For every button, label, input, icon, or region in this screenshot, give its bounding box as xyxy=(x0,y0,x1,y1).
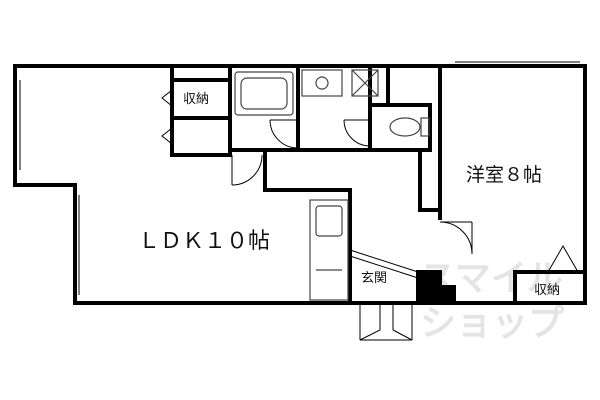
watermark-line2: ショップ xyxy=(420,303,564,344)
outer-walls xyxy=(13,64,587,305)
room-label-western: 洋室８帖 xyxy=(466,164,542,186)
door-toilet xyxy=(343,119,371,147)
interior-walls xyxy=(170,64,587,305)
kitchen-counter xyxy=(309,199,349,301)
door-entrance xyxy=(359,303,413,341)
entrance-step xyxy=(349,249,419,279)
windows xyxy=(19,61,580,295)
room-label-storage-western: 収納 xyxy=(534,283,560,298)
toilet xyxy=(389,117,430,137)
door-bath xyxy=(269,119,299,149)
room-label-entrance: 玄関 xyxy=(361,271,387,286)
door-closet-ldk xyxy=(161,89,173,145)
washbasin xyxy=(301,69,343,97)
room-label-ldk: ＬＤＫ１０帖 xyxy=(138,229,270,254)
room-label-storage-ldk: 収納 xyxy=(183,92,209,107)
fixtures xyxy=(234,69,430,301)
doors xyxy=(161,89,579,341)
door-western xyxy=(439,221,473,255)
door-ldk-hall xyxy=(231,154,263,186)
pillar xyxy=(418,272,440,303)
bathtub xyxy=(234,71,294,116)
door-closet-western xyxy=(547,244,579,273)
washing-machine-space xyxy=(351,69,379,97)
pillar-small xyxy=(440,285,456,303)
